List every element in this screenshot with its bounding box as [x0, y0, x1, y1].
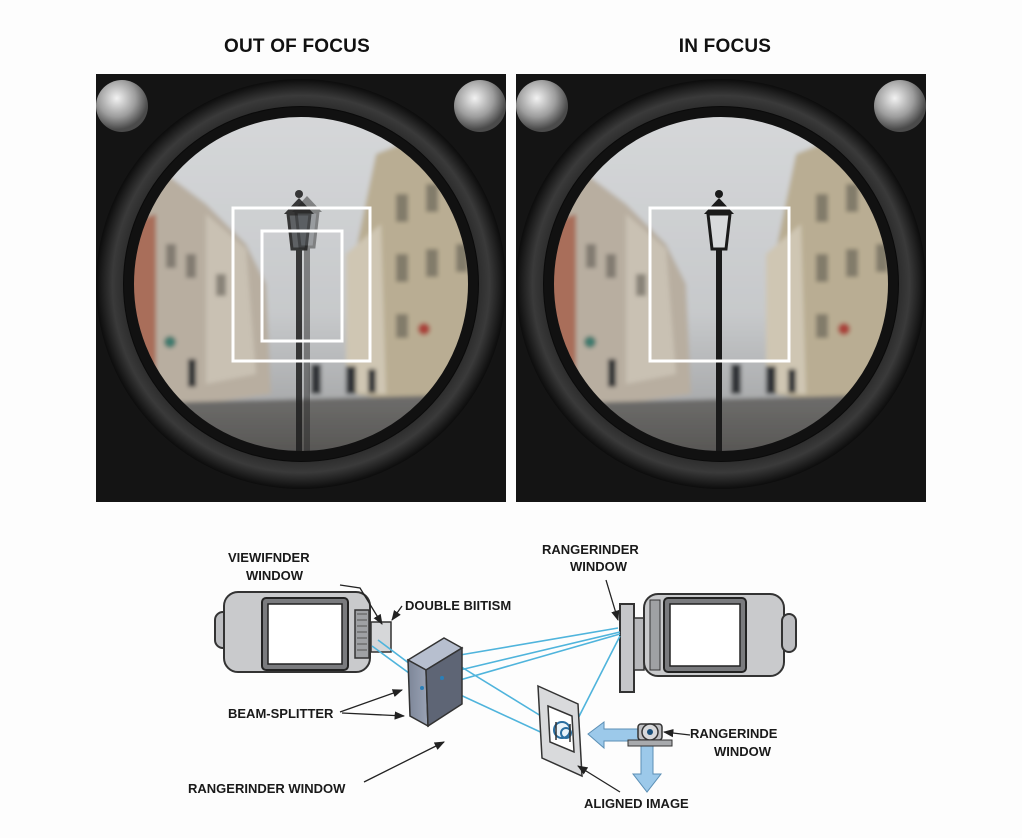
rangefinder-window-right-label-line2: WINDOW: [714, 744, 772, 759]
in-focus-viewfinder: [516, 74, 926, 502]
beam-splitter-label: BEAM-SPLITTER: [228, 706, 334, 721]
beam-splitter-prism: [406, 637, 464, 728]
screw-icon: [874, 80, 926, 132]
inner-focus-frame: [260, 229, 344, 343]
out-of-focus-title: OUT OF FOCUS: [224, 36, 370, 57]
rangefinder-window-component: [627, 723, 673, 747]
double-prism-label: DOUBLE BIITISM: [405, 598, 511, 613]
rangefinder-window-bottom-label: RANGERINDER WINDOW: [188, 781, 346, 796]
aligned-image-plate: [537, 684, 583, 778]
screw-icon: [516, 80, 568, 132]
street-scene: [129, 112, 473, 456]
rangefinder-diagram: VIEWIFNDER WINDOW DOUBLE BIITISM RANGERI…: [188, 542, 797, 811]
light-path-arrows: [587, 721, 663, 793]
viewfinder-camera: [214, 591, 392, 673]
aligned-image-label: ALIGNED IMAGE: [584, 796, 689, 811]
screw-icon: [96, 80, 148, 132]
out-of-focus-viewfinder: [96, 74, 506, 502]
screw-icon: [454, 80, 506, 132]
outer-focus-frame: [231, 206, 372, 363]
rangefinder-window-top-label-line2: WINDOW: [570, 559, 628, 574]
in-focus-title: IN FOCUS: [678, 36, 772, 57]
rangefinder-camera: [619, 593, 797, 693]
focus-frame: [648, 206, 791, 363]
rangefinder-window-top-label-line1: RANGERINDER: [542, 542, 639, 557]
viewfinder-window-label-line2: WINDOW: [246, 568, 304, 583]
rangefinder-window-right-label-line1: RANGERINDE: [690, 726, 778, 741]
viewfinder-window-label-line1: VIEWIFNDER: [228, 550, 310, 565]
